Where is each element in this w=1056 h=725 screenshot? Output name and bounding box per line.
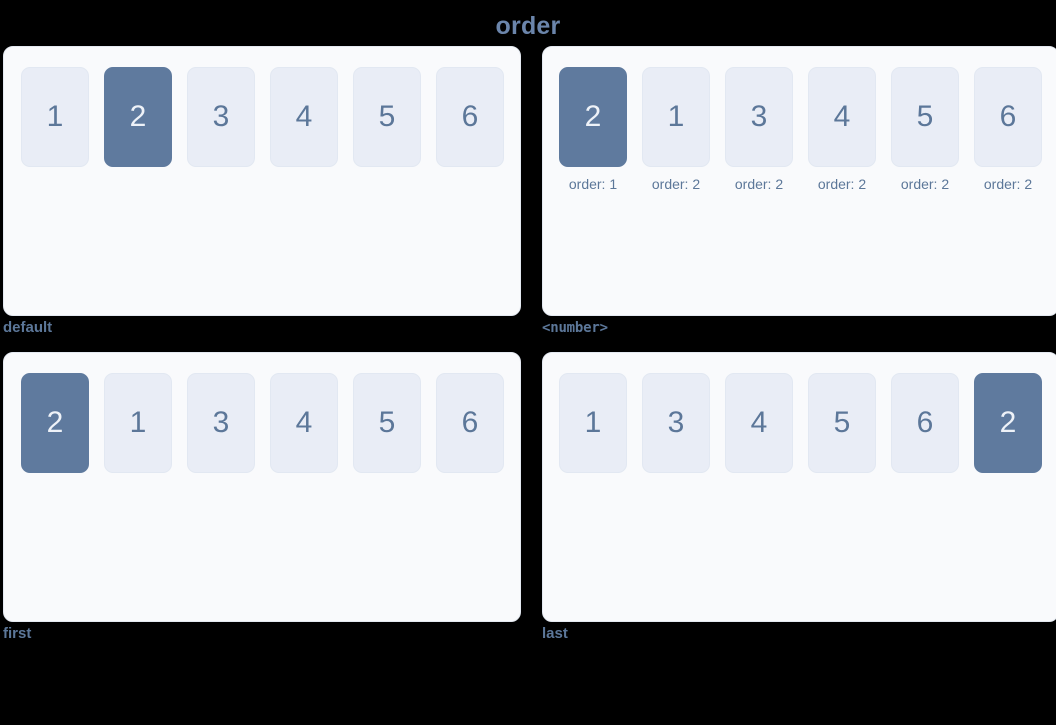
order-value-label: order: 1 — [568, 176, 618, 192]
item-row: 1 2 3 4 5 6 — [4, 67, 520, 167]
demo-panel-default: 1 2 3 4 5 6 — [3, 46, 521, 316]
item-row: 2 order: 1 1 order: 2 3 order: 2 4 order… — [543, 67, 1056, 192]
list-item[interactable]: 4 order: 2 — [808, 67, 876, 192]
panel-cell-last: 1 3 4 5 6 2 last — [542, 352, 1056, 645]
list-item[interactable]: 1 — [104, 373, 172, 473]
order-tile[interactable]: 4 — [270, 67, 338, 167]
list-item[interactable]: 5 order: 2 — [891, 67, 959, 192]
demo-panel-number: 2 order: 1 1 order: 2 3 order: 2 4 order… — [542, 46, 1056, 316]
page-title: order — [495, 12, 561, 40]
order-value-label: order: 2 — [734, 176, 784, 192]
panel-grid: 1 2 3 4 5 6 default — [0, 46, 1056, 645]
panel-caption-number: <number> — [542, 320, 608, 336]
panel-caption-last: last — [542, 625, 568, 642]
order-value-label: order: 2 — [651, 176, 701, 192]
list-item[interactable]: 4 — [270, 67, 338, 167]
order-value-label: order: 2 — [900, 176, 950, 192]
item-row: 2 1 3 4 5 6 — [4, 373, 520, 473]
list-item[interactable]: 6 order: 2 — [974, 67, 1042, 192]
demo-panel-last: 1 3 4 5 6 2 — [542, 352, 1056, 622]
list-item[interactable]: 6 — [436, 67, 504, 167]
order-tile[interactable]: 3 — [187, 67, 255, 167]
list-item[interactable]: 3 — [187, 67, 255, 167]
order-tile[interactable]: 3 — [187, 373, 255, 473]
list-item[interactable]: 3 order: 2 — [725, 67, 793, 192]
order-tile[interactable]: 4 — [808, 67, 876, 167]
order-tile-active[interactable]: 2 — [974, 373, 1042, 473]
list-item[interactable]: 5 — [353, 67, 421, 167]
list-item[interactable]: 4 — [725, 373, 793, 473]
order-tile-active[interactable]: 2 — [21, 373, 89, 473]
panel-cell-default: 1 2 3 4 5 6 default — [3, 46, 521, 339]
order-tile[interactable]: 1 — [642, 67, 710, 167]
panel-caption-default: default — [3, 319, 53, 336]
list-item[interactable]: 3 — [642, 373, 710, 473]
order-tile[interactable]: 1 — [104, 373, 172, 473]
list-item[interactable]: 2 — [974, 373, 1042, 473]
list-item[interactable]: 6 — [436, 373, 504, 473]
order-tile[interactable]: 1 — [559, 373, 627, 473]
list-item[interactable]: 1 — [559, 373, 627, 473]
order-tile[interactable]: 6 — [436, 373, 504, 473]
panel-cell-number: 2 order: 1 1 order: 2 3 order: 2 4 order… — [542, 46, 1056, 339]
list-item[interactable]: 1 — [21, 67, 89, 167]
order-tile[interactable]: 5 — [808, 373, 876, 473]
list-item[interactable]: 5 — [353, 373, 421, 473]
order-tile[interactable]: 6 — [891, 373, 959, 473]
order-tile[interactable]: 5 — [353, 373, 421, 473]
demo-panel-first: 2 1 3 4 5 6 — [3, 352, 521, 622]
order-value-label: order: 2 — [817, 176, 867, 192]
order-tile[interactable]: 5 — [891, 67, 959, 167]
item-row: 1 3 4 5 6 2 — [543, 373, 1056, 473]
panel-caption-first: first — [3, 625, 32, 642]
order-value-label: order: 2 — [983, 176, 1033, 192]
list-item[interactable]: 2 order: 1 — [559, 67, 627, 192]
list-item[interactable]: 5 — [808, 373, 876, 473]
order-tile[interactable]: 1 — [21, 67, 89, 167]
order-tile[interactable]: 3 — [725, 67, 793, 167]
list-item[interactable]: 2 — [21, 373, 89, 473]
order-tile[interactable]: 6 — [974, 67, 1042, 167]
order-tile[interactable]: 4 — [270, 373, 338, 473]
order-tile[interactable]: 3 — [642, 373, 710, 473]
order-tile[interactable]: 4 — [725, 373, 793, 473]
panel-cell-first: 2 1 3 4 5 6 first — [3, 352, 521, 645]
list-item[interactable]: 1 order: 2 — [642, 67, 710, 192]
list-item[interactable]: 3 — [187, 373, 255, 473]
order-tile-active[interactable]: 2 — [104, 67, 172, 167]
list-item[interactable]: 2 — [104, 67, 172, 167]
order-tile[interactable]: 6 — [436, 67, 504, 167]
order-tile-active[interactable]: 2 — [559, 67, 627, 167]
list-item[interactable]: 6 — [891, 373, 959, 473]
order-tile[interactable]: 5 — [353, 67, 421, 167]
list-item[interactable]: 4 — [270, 373, 338, 473]
